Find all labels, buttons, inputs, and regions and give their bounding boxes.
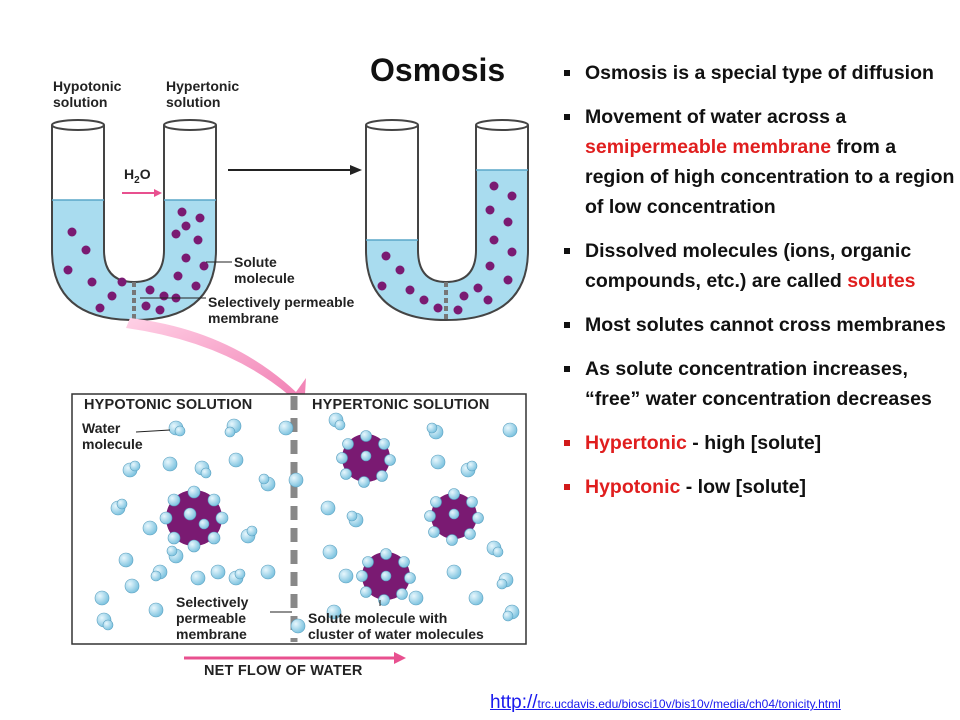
bullet-item: Most solutes cannot cross membranes [563,310,955,340]
water-molecules [94,412,520,634]
page-title: Osmosis [370,52,506,88]
net-flow-label: NET FLOW OF WATER [204,663,363,679]
highlight-text: solutes [847,270,916,292]
bullet-item: Hypotonic - low [solute] [563,472,955,502]
u-tube-before [51,119,232,322]
solute-cluster-top-right [336,430,396,488]
source-link[interactable]: http://trc.ucdavis.edu/biosci10v/bis10v/… [490,692,841,713]
solute-molecule-label: Solute molecule [234,254,295,286]
bullet-text: As solute concentration increases, “free… [585,358,932,410]
detail-box [71,393,527,645]
hypertonic-header: HYPERTONIC SOLUTION [312,397,490,413]
solute-cluster-mid-right [424,488,484,546]
highlight-text: Hypotonic [585,476,681,498]
bullet-text: - low [solute] [680,476,806,498]
hypotonic-header: HYPOTONIC SOLUTION [84,397,253,413]
solute-cluster-left [159,485,229,553]
hypotonic-label: Hypotonic solution [53,78,122,110]
membrane-label: Selectively permeable membrane [208,294,355,326]
detail-membrane-label: Selectively permeable membrane [176,594,249,642]
water-molecule-label: Water molecule [82,420,143,452]
transition-arrow [228,165,362,175]
highlight-text: semipermeable membrane [585,136,832,158]
bullet-item: Dissolved molecules (ions, organic compo… [563,236,955,296]
bullet-text: Most solutes cannot cross membranes [585,314,946,336]
bullet-item: Hypertonic - high [solute] [563,428,955,458]
bullet-text: Dissolved molecules (ions, organic compo… [585,240,912,292]
bullet-item: Movement of water across a semipermeable… [563,102,955,222]
bullet-item: Osmosis is a special type of diffusion [563,58,955,88]
u-tube-after [365,119,529,322]
solute-cluster-label: Solute molecule with cluster of water mo… [308,610,484,642]
net-flow-arrow [184,652,406,664]
bullet-text: from a region of high concentration to a… [585,136,955,218]
highlight-text: Hypertonic [585,432,687,454]
bullet-text: Osmosis is a special type of diffusion [585,62,934,84]
solute-dots-before [63,207,209,315]
bullet-text: Movement of water across a [585,106,847,128]
solute-dots-after [377,181,517,315]
solute-cluster-bottom-right [356,548,416,606]
h2o-label: H2O [124,166,151,186]
hypertonic-label: Hypertonic solution [166,78,240,110]
bullet-item: As solute concentration increases, “free… [563,354,955,414]
bullet-text: - high [solute] [686,432,822,454]
